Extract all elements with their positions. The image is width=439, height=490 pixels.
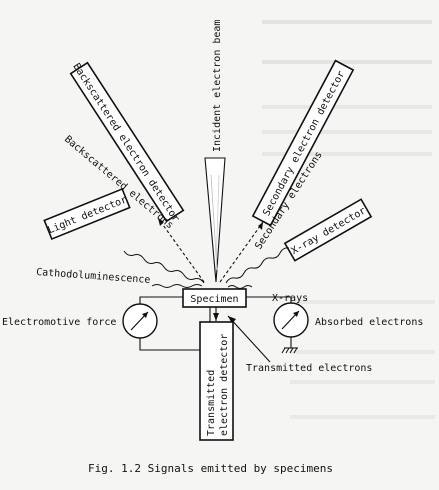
specimen-box <box>182 288 247 308</box>
xray-wavy-path <box>225 247 290 284</box>
secondary-path <box>219 221 264 283</box>
cathodoluminescence-path <box>151 284 203 288</box>
beam-cone <box>204 157 226 283</box>
absorbed-lead-top <box>246 296 292 303</box>
emf-meter-icon <box>122 303 158 339</box>
transmitted-signal-label: Transmitted electrons <box>246 363 372 374</box>
transmitted-detector-label-1: Transmitted <box>206 370 217 436</box>
absorbed-label: Absorbed electrons <box>315 317 423 328</box>
emf-lead-top <box>139 296 183 304</box>
absorbed-meter-icon <box>273 302 309 338</box>
transmitted-detector-label-2: electron detector <box>219 334 230 436</box>
incident-beam-label: Incident electron beam <box>212 20 223 152</box>
figure-caption: Fig. 1.2 Signals emitted by specimens <box>88 462 333 475</box>
bleed-through-text <box>262 20 435 419</box>
light-detector: Light detector <box>43 187 131 241</box>
xray-detector-label: X-ray detector <box>289 205 368 257</box>
secondary-detector-label: Secondary electron detector <box>261 69 347 218</box>
emf-label: Electromotive force <box>2 317 116 328</box>
xray-detector: X-ray detector <box>283 198 373 262</box>
xrays-label: X-rays <box>272 293 308 304</box>
secondary-detector: Secondary electron detector <box>251 59 355 227</box>
specimen-label: Specimen <box>190 294 238 305</box>
backscattered-path <box>157 217 205 283</box>
light-wavy-path <box>123 250 205 284</box>
transmitted-detector <box>199 321 234 441</box>
ground-icon <box>281 347 298 354</box>
cathodoluminescence-label: Cathodoluminescence <box>36 267 151 286</box>
xrays-path <box>227 285 253 289</box>
transmitted-pointer <box>227 315 271 363</box>
